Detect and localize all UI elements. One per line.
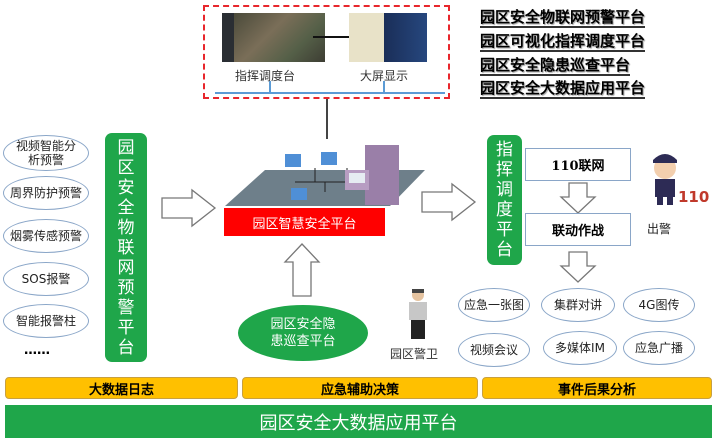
left-item: 周界防护预警 (3, 176, 89, 210)
tool-item: 应急一张图 (458, 288, 530, 322)
tool-item: 多媒体IM (543, 331, 617, 365)
network-platform-image (225, 145, 425, 206)
arrow-right-1 (161, 188, 217, 228)
title-3: 园区安全隐患巡查平台 (480, 56, 631, 76)
dispatch-platform-bar: 指挥调度平台 (487, 135, 522, 265)
iot-platform-bar: 园区安全物联网预警平台 (105, 133, 147, 362)
title-2: 园区可视化指挥调度平台 (480, 32, 646, 52)
police-dispatch-label: 出警 (647, 222, 672, 236)
big-screen-screenshot (349, 13, 427, 62)
title-1: 园区安全物联网预警平台 (480, 8, 646, 28)
left-item: 视频智能分析预警 (3, 135, 89, 171)
arrow-down-1 (559, 182, 597, 214)
left-item: SOS报警 (3, 262, 89, 296)
box-110-network: 110联网 (525, 148, 631, 181)
guard-label: 园区警卫 (390, 347, 439, 361)
smart-safety-platform: 园区智慧安全平台 (224, 208, 385, 236)
connect-line (313, 36, 349, 38)
arrow-up (283, 243, 321, 297)
network-tick (269, 81, 271, 92)
left-item: 智能报警柱 (3, 304, 89, 338)
police-officer-icon (653, 154, 677, 205)
arrow-down-2 (559, 251, 597, 283)
more-ellipsis: …… (24, 343, 50, 358)
tool-item: 集群对讲 (541, 288, 615, 322)
guard-figure-icon (409, 289, 427, 339)
emergency-decision-bar: 应急辅助决策 (242, 377, 478, 399)
tool-item: 应急广播 (623, 331, 695, 365)
event-analysis-bar: 事件后果分析 (482, 377, 712, 399)
box-joint-operation: 联动作战 (525, 213, 631, 246)
display-panel: 指挥调度台 大屏显示 (203, 5, 450, 99)
patrol-platform: 园区安全隐患巡查平台 (238, 305, 368, 361)
vertical-connector (326, 99, 328, 139)
command-console-label: 指挥调度台 (235, 69, 296, 83)
left-item: 烟雾传感预警 (3, 219, 89, 253)
big-screen-label: 大屏显示 (360, 69, 409, 83)
tool-item: 视频会议 (458, 333, 530, 367)
network-line (215, 92, 445, 94)
title-4: 园区安全大数据应用平台 (480, 79, 646, 99)
arrow-right-2 (421, 182, 477, 222)
command-console-screenshot (222, 13, 325, 62)
tool-item: 4G图传 (623, 288, 695, 322)
bigdata-log-bar: 大数据日志 (5, 377, 238, 399)
bigdata-platform-bar: 园区安全大数据应用平台 (5, 405, 712, 438)
network-tick (383, 81, 385, 92)
police-badge-number: 110 (678, 188, 710, 206)
